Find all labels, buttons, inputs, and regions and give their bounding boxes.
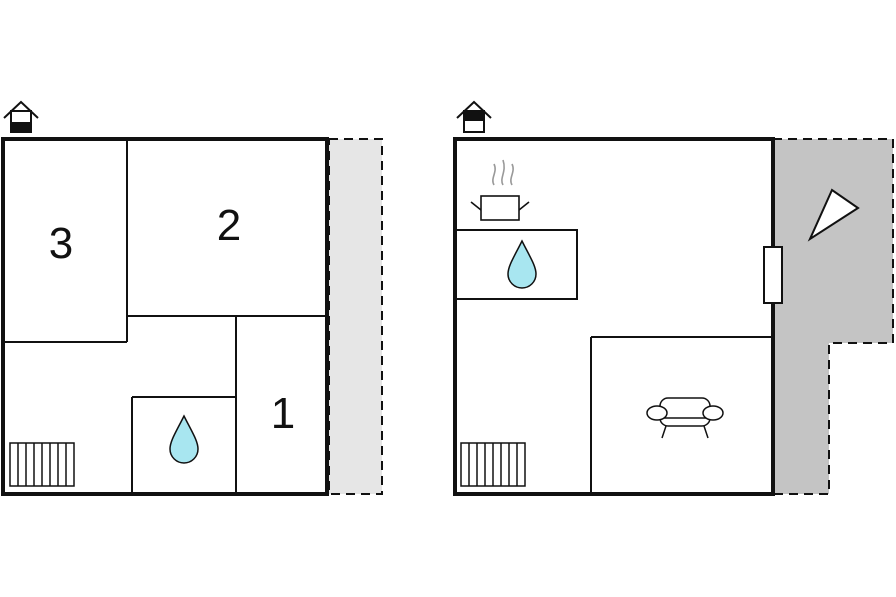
cooking-pot-icon — [470, 159, 530, 221]
floor-plan-right — [453, 100, 894, 496]
water-drop-icon — [169, 414, 199, 464]
room-label-1: 1 — [271, 389, 295, 438]
room-label-3: 3 — [49, 219, 73, 268]
floor-plan-left: 3 2 1 — [1, 100, 383, 496]
outer-wall-right — [453, 137, 775, 496]
radiator-icon — [460, 442, 526, 487]
house-upper-floor-icon — [456, 100, 492, 133]
terrace-area — [772, 138, 894, 495]
interior-walls-right — [454, 229, 773, 494]
water-drop-icon — [507, 239, 537, 289]
sofa-icon — [646, 397, 724, 439]
interior-walls-left — [3, 139, 327, 494]
triangle-icon — [807, 188, 860, 242]
balcony-area — [328, 138, 383, 495]
room-label-2: 2 — [217, 201, 241, 250]
house-lower-floor-icon — [3, 100, 39, 133]
radiator-icon — [9, 442, 75, 487]
terrace-door — [763, 246, 783, 304]
